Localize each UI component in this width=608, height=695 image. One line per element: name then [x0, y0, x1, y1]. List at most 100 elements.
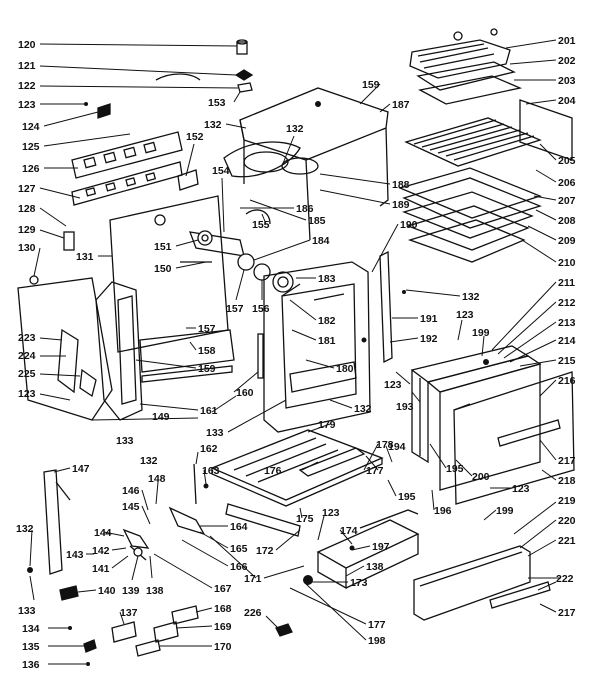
- callout-labels: 120 121 122 123 124 125 126 127 128 129 …: [16, 35, 576, 671]
- callout-149: 149: [152, 411, 170, 423]
- callout-167: 167: [214, 583, 232, 595]
- part-vertical-trim-191: [379, 250, 393, 364]
- part-broiler-pan: [409, 28, 523, 105]
- callout-121: 121: [18, 60, 36, 72]
- callout-147: 147: [72, 463, 90, 475]
- callout-133: 133: [116, 435, 134, 447]
- callout-177: 177: [368, 619, 386, 631]
- callout-225: 225: [18, 368, 36, 380]
- part-rod-160: [257, 333, 264, 379]
- part-side-wall-159: [95, 281, 143, 421]
- part-block-124: [97, 103, 111, 119]
- screw-123a: [84, 102, 88, 106]
- callout-127: 127: [18, 183, 36, 195]
- callout-177: 177: [366, 465, 384, 477]
- callout-205: 205: [558, 155, 576, 167]
- callout-184: 184: [312, 235, 330, 247]
- callout-187: 187: [392, 99, 410, 111]
- callout-202: 202: [558, 55, 576, 67]
- callout-146: 146: [122, 485, 140, 497]
- callout-166: 166: [230, 561, 248, 573]
- callout-218: 218: [558, 475, 576, 487]
- callout-203: 203: [558, 75, 576, 87]
- callout-168: 168: [214, 603, 232, 615]
- callout-216: 216: [558, 375, 576, 387]
- callout-219: 219: [558, 495, 576, 507]
- callout-138: 138: [146, 585, 164, 597]
- callout-198: 198: [368, 635, 386, 647]
- callout-199: 199: [496, 505, 514, 517]
- callout-122: 122: [18, 80, 36, 92]
- callout-135: 135: [22, 641, 40, 653]
- callout-153: 153: [208, 97, 226, 109]
- part-burner-assembly: [180, 209, 294, 293]
- callout-137: 137: [120, 607, 138, 619]
- callout-164: 164: [230, 521, 248, 533]
- part-handle-140: [59, 585, 79, 601]
- callout-123: 123: [456, 309, 474, 321]
- callout-150: 150: [154, 263, 172, 275]
- part-bracket-169: [153, 621, 179, 643]
- callout-132: 132: [354, 403, 372, 415]
- part-drawings: [17, 28, 575, 666]
- callout-133: 133: [206, 427, 224, 439]
- callout-129: 129: [18, 224, 36, 236]
- part-trim-225: [79, 368, 97, 398]
- part-oven-bottom-panels: [398, 167, 542, 263]
- screw-132c: [402, 290, 406, 294]
- callout-173: 173: [350, 577, 368, 589]
- callout-178: 178: [376, 439, 394, 451]
- callout-145: 145: [122, 501, 140, 513]
- callout-209: 209: [558, 235, 576, 247]
- callout-132: 132: [286, 123, 304, 135]
- part-control-panel: [71, 131, 183, 206]
- part-bracket-168: [171, 605, 199, 625]
- callout-197: 197: [372, 541, 390, 553]
- callout-162: 162: [200, 443, 218, 455]
- callout-210: 210: [558, 257, 576, 269]
- callout-195: 195: [398, 491, 416, 503]
- callout-124: 124: [22, 121, 40, 133]
- callout-174: 174: [340, 525, 358, 537]
- callout-134: 134: [22, 623, 40, 635]
- callout-120: 120: [18, 39, 36, 51]
- part-bracket-122: [155, 73, 253, 93]
- callout-123: 123: [384, 379, 402, 391]
- callout-200: 200: [472, 471, 490, 483]
- callout-128: 128: [18, 203, 36, 215]
- callout-208: 208: [558, 215, 576, 227]
- part-side-rails-204: [519, 99, 573, 161]
- callout-186: 186: [296, 203, 314, 215]
- callout-189: 189: [392, 199, 410, 211]
- callout-155: 155: [252, 219, 270, 231]
- callout-181: 181: [318, 335, 336, 347]
- callout-159: 159: [198, 363, 216, 375]
- callout-133: 133: [18, 605, 36, 617]
- callout-220: 220: [558, 515, 576, 527]
- callout-148: 148: [148, 473, 166, 485]
- callout-156: 156: [252, 303, 270, 315]
- callout-221: 221: [558, 535, 576, 547]
- callout-139: 139: [122, 585, 140, 597]
- callout-223: 223: [18, 332, 36, 344]
- callout-132: 132: [140, 455, 158, 467]
- callout-132: 132: [204, 119, 222, 131]
- part-bottom-rail-158: [139, 329, 235, 373]
- callout-217: 217: [558, 607, 576, 619]
- callout-176: 176: [264, 465, 282, 477]
- callout-170: 170: [214, 641, 232, 653]
- callout-191: 191: [420, 313, 438, 325]
- callout-126: 126: [22, 163, 40, 175]
- callout-217: 217: [558, 455, 576, 467]
- callout-213: 213: [558, 317, 576, 329]
- callout-161: 161: [200, 405, 218, 417]
- callout-204: 204: [558, 95, 576, 107]
- callout-175: 175: [296, 513, 314, 525]
- callout-206: 206: [558, 177, 576, 189]
- callout-182: 182: [318, 315, 336, 327]
- callout-152: 152: [186, 131, 204, 143]
- part-front-frame: [257, 261, 371, 433]
- part-clip-135: [83, 639, 97, 653]
- part-rail-172: [225, 503, 301, 537]
- callout-157: 157: [198, 323, 216, 335]
